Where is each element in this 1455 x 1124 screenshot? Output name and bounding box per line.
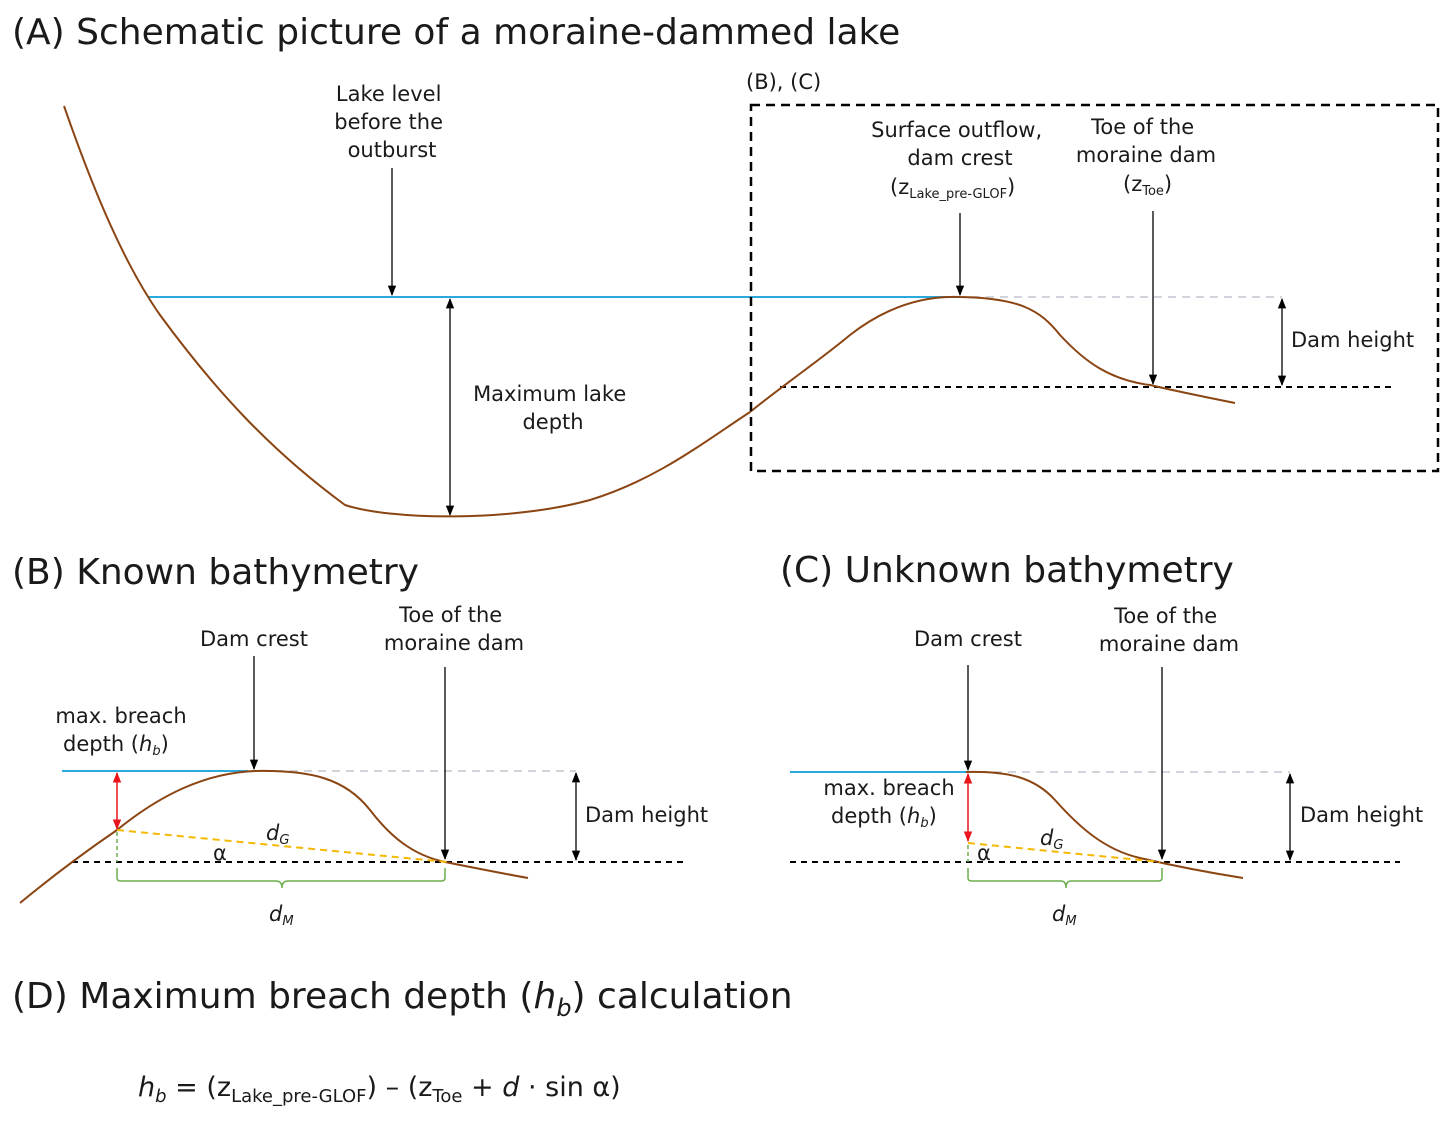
panel-c: (C) Unknown bathymetry Dam crest Toe of …: [780, 550, 1423, 929]
slope-line-b: [116, 829, 448, 863]
dm-label-b: dM: [269, 902, 294, 929]
dam-crest-label-c: Dam crest: [914, 627, 1022, 651]
breach-label-b-line2: depth (hb): [63, 732, 169, 759]
panel-a-title: (A) Schematic picture of a moraine-damme…: [12, 12, 900, 53]
dam-height-label-a: Dam height: [1291, 328, 1414, 352]
dg-label-b: dG: [266, 821, 289, 848]
toe-label-c: Toe of the moraine dam: [1099, 604, 1239, 656]
breach-equation: hb = (zLake_pre-GLOF) – (zToe + d · sin …: [138, 1072, 621, 1107]
panel-c-title: (C) Unknown bathymetry: [780, 550, 1234, 591]
toe-z-label: (zToe): [1123, 172, 1172, 199]
dm-brace-c: [967, 868, 1163, 889]
dam-height-label-c: Dam height: [1300, 803, 1423, 827]
panel-d: (D) Maximum breach depth (hb) calculatio…: [12, 976, 793, 1107]
slope-line-c: [967, 842, 1161, 863]
alpha-label-c: α: [977, 841, 991, 865]
alpha-label-b: α: [213, 841, 227, 865]
panel-b: (B) Known bathymetry Dam crest Toe of th…: [12, 552, 708, 929]
dam-crest-label-b: Dam crest: [200, 627, 308, 651]
lake-level-label: Lake level before the outburst: [334, 82, 449, 162]
panel-d-title: (D) Maximum breach depth (hb) calculatio…: [12, 976, 793, 1022]
dm-label-c: dM: [1052, 902, 1077, 929]
panel-a: (A) Schematic picture of a moraine-damme…: [12, 12, 1440, 518]
breach-label-c: max. breach: [823, 776, 954, 800]
dm-brace-b: [116, 868, 446, 889]
panel-b-title: (B) Known bathymetry: [12, 552, 419, 593]
breach-label-b: max. breach: [55, 704, 186, 728]
dam-height-label-b: Dam height: [585, 803, 708, 827]
outflow-z-label: (zLake_pre-GLOF): [890, 175, 1015, 202]
dg-label-c: dG: [1040, 826, 1063, 853]
max-depth-label: Maximum lake depth: [473, 382, 633, 434]
breach-label-c-line2: depth (hb): [831, 804, 937, 831]
toe-label-b: Toe of the moraine dam: [384, 603, 524, 655]
terrain-profile-a: [63, 105, 1236, 518]
outflow-label: Surface outflow, dam crest: [871, 118, 1049, 170]
toe-label-a: Toe of the moraine dam: [1076, 115, 1216, 167]
inset-label: (B), (C): [746, 70, 821, 94]
terrain-profile-c: [965, 770, 1244, 879]
inset-box: [749, 103, 1440, 473]
